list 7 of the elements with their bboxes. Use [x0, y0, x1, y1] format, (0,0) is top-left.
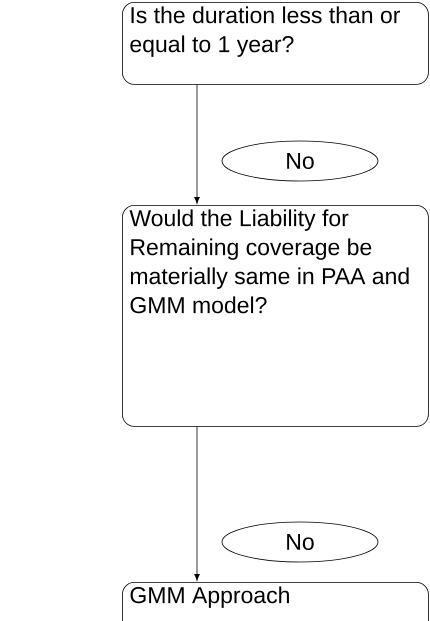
process-box: Is the duration less than or equal to 1 year? — [122, 2, 429, 85]
edge-label: No — [222, 522, 378, 562]
arrow — [194, 84, 200, 204]
arrow — [194, 426, 200, 581]
edge-label: No — [222, 140, 378, 182]
process-box: Would the Liability for Remaining coverage be materially same in PAA and GMM model? — [122, 205, 429, 427]
process-box: GMM Approach — [122, 582, 429, 621]
